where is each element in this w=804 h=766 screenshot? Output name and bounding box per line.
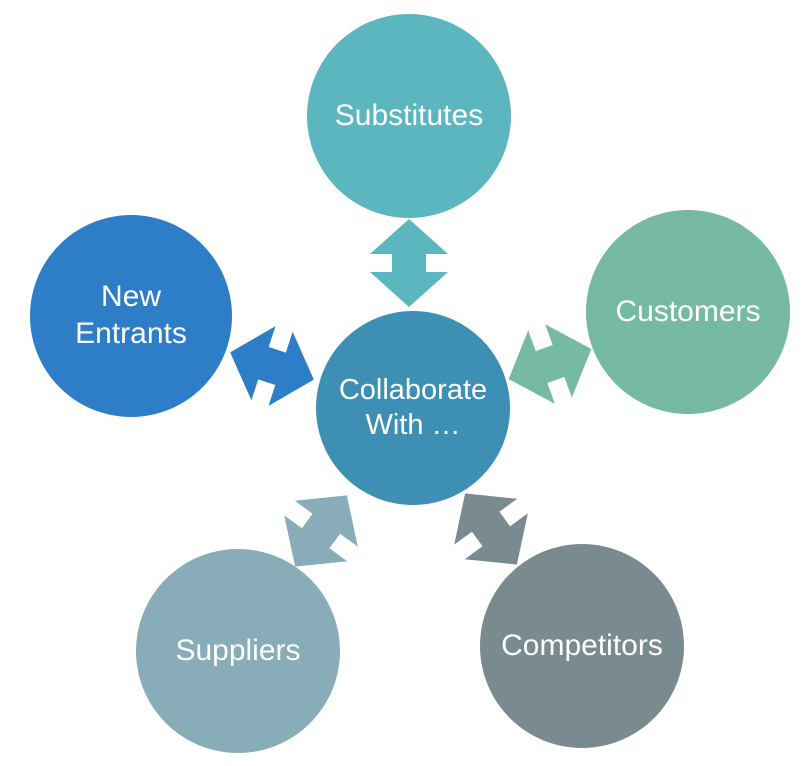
node-customers: Customers <box>586 210 790 414</box>
arrow-shape <box>370 219 448 307</box>
node-competitors-label: Competitors <box>501 628 663 662</box>
arrow-shape <box>284 495 358 567</box>
double-arrow-customers-icon <box>495 312 604 415</box>
node-center-label: Collaborate With … <box>338 373 488 441</box>
node-new-entrants: New Entrants <box>30 215 232 417</box>
double-arrow-suppliers-icon <box>264 472 379 589</box>
node-substitutes-label: Substitutes <box>334 98 484 132</box>
node-suppliers-label: Suppliers <box>175 633 301 667</box>
node-new-entrants-label: New Entrants <box>75 280 187 350</box>
arrow-shape <box>230 326 314 406</box>
node-substitutes: Substitutes <box>307 14 511 218</box>
node-competitors: Competitors <box>480 544 684 748</box>
double-arrow-competitors-icon <box>434 470 549 587</box>
node-suppliers: Suppliers <box>136 549 340 753</box>
double-arrow-substitutes-icon <box>370 219 448 307</box>
double-arrow-new-entrants-icon <box>218 315 326 416</box>
arrow-shape <box>508 324 592 404</box>
node-center: Collaborate With … <box>316 311 510 505</box>
node-customers-label: Customers <box>615 294 761 328</box>
arrow-shape <box>454 493 528 565</box>
